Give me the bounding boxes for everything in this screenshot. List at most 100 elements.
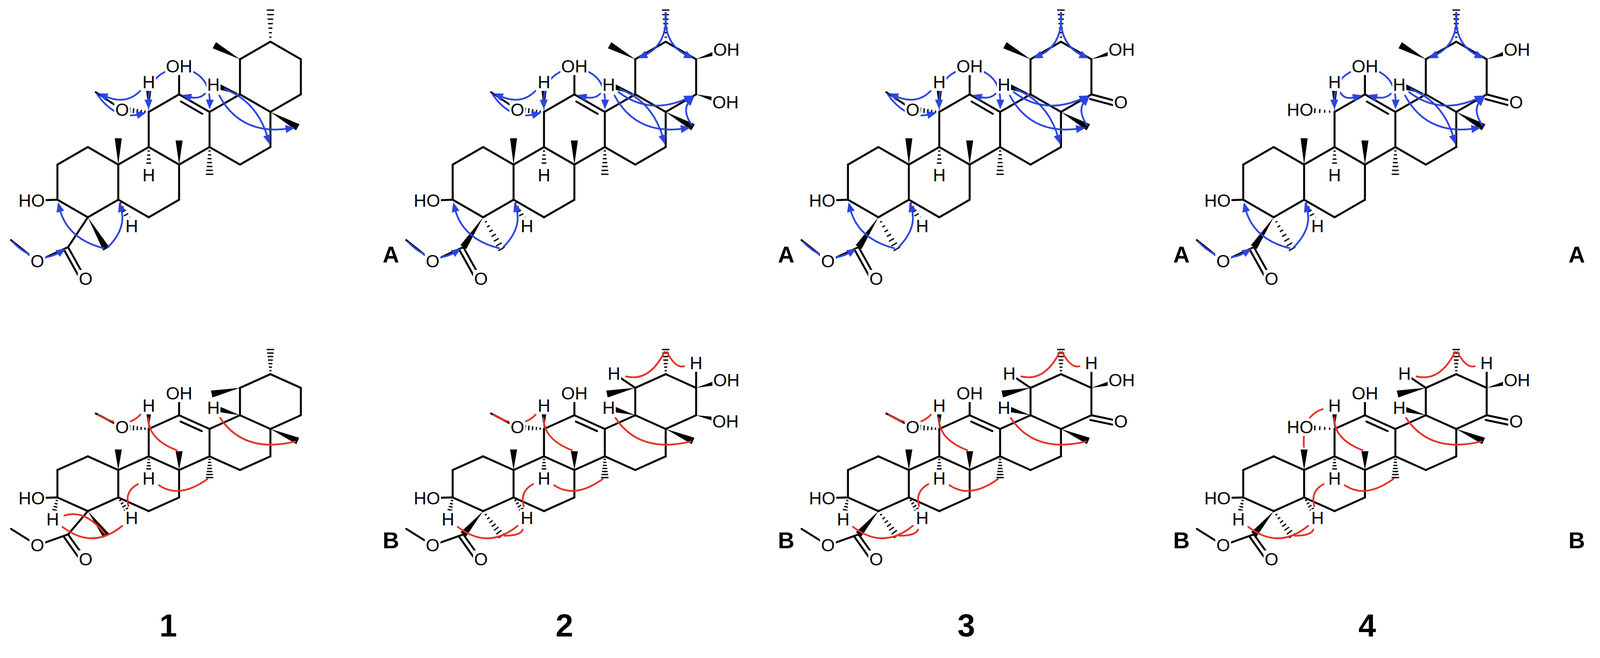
bond xyxy=(179,147,210,165)
arrow-head xyxy=(450,248,461,257)
hash-bond xyxy=(997,162,1003,164)
bond xyxy=(1334,147,1366,165)
atom-label: O xyxy=(473,550,489,569)
hash-bond xyxy=(1392,166,1399,168)
compound-number: 4 xyxy=(1357,610,1377,642)
hash-bond xyxy=(493,238,499,242)
hmbc-arrow xyxy=(643,12,667,56)
arrow-head xyxy=(1391,99,1400,110)
hash-bond xyxy=(451,500,454,502)
bond xyxy=(665,41,697,60)
hash-bond xyxy=(998,154,1002,156)
bond xyxy=(665,94,697,112)
hash-bond xyxy=(1058,356,1064,358)
hash-bond xyxy=(496,530,502,535)
hash-bond xyxy=(146,158,151,160)
bond xyxy=(148,497,180,512)
bond xyxy=(603,111,607,148)
hash-bond xyxy=(1284,238,1290,242)
hash-bond xyxy=(519,213,524,217)
hash-bond xyxy=(531,426,534,431)
arrow-head xyxy=(1367,93,1379,102)
hash-bond xyxy=(1332,465,1337,467)
hash-bond xyxy=(602,471,608,473)
bond xyxy=(695,388,698,416)
hash-bond xyxy=(494,527,499,531)
arrow-head xyxy=(530,111,542,119)
noesy-arc xyxy=(1405,418,1481,445)
arrow-head xyxy=(285,125,296,134)
bond xyxy=(238,59,242,95)
atom-label: O xyxy=(904,418,921,437)
wedge-bond xyxy=(210,388,240,398)
bond xyxy=(1455,429,1458,457)
hash-bond xyxy=(448,506,453,508)
hash-bond xyxy=(132,108,135,114)
bond xyxy=(1395,147,1426,165)
hash-bond xyxy=(937,465,942,467)
bond xyxy=(1485,388,1489,416)
hash-bond xyxy=(661,349,670,351)
bond xyxy=(1424,388,1427,416)
bond xyxy=(969,147,1001,165)
bond xyxy=(635,41,666,60)
bond xyxy=(239,456,271,471)
arrow-head xyxy=(847,202,855,214)
hash-bond xyxy=(1394,462,1398,464)
atom-label: O xyxy=(1263,550,1279,569)
hash-bond xyxy=(1277,517,1281,520)
arrow-head xyxy=(1075,125,1086,134)
arrow-head xyxy=(1242,202,1250,214)
bond xyxy=(635,147,666,165)
bond xyxy=(1273,199,1304,218)
bond xyxy=(1303,164,1306,200)
hash-bond xyxy=(882,517,885,520)
hash-bond xyxy=(516,502,519,505)
bond xyxy=(1090,59,1093,95)
hash-bond xyxy=(1329,110,1331,113)
hash-bond xyxy=(1058,359,1064,362)
wedge-bond xyxy=(1250,217,1274,250)
hash-bond xyxy=(602,468,608,470)
wedge-bond xyxy=(905,449,913,471)
hash-bond xyxy=(891,242,898,247)
bond xyxy=(1030,456,1061,471)
bond xyxy=(604,147,636,165)
atom-label: O xyxy=(424,252,441,271)
hmbc-arrow xyxy=(1455,12,1479,56)
wedge-bond xyxy=(87,217,110,251)
hash-bond xyxy=(603,458,607,461)
bond xyxy=(573,470,576,498)
hash-bond xyxy=(53,506,58,508)
atom-label: H xyxy=(1397,364,1413,383)
hash-bond xyxy=(205,173,214,176)
hash-bond xyxy=(1393,468,1398,470)
hash-bond xyxy=(1332,158,1337,160)
atom-label: H xyxy=(520,217,535,235)
hash-bond xyxy=(123,213,129,217)
bond xyxy=(574,147,605,165)
hash-bond xyxy=(208,458,211,461)
atom-label: O xyxy=(424,536,441,555)
hash-bond xyxy=(1391,173,1400,176)
panel-letter: B xyxy=(381,529,401,553)
hash-bond xyxy=(1333,150,1336,152)
hash-bond xyxy=(1455,370,1458,372)
bond xyxy=(1030,41,1061,60)
atom-label: H xyxy=(689,354,704,373)
hash-bond xyxy=(1305,500,1308,502)
hash-bond xyxy=(1277,225,1281,228)
hmbc-arrow xyxy=(1060,12,1084,56)
bond xyxy=(1273,456,1304,471)
arrow-head xyxy=(683,95,694,104)
hash-bond xyxy=(889,527,894,531)
atom-label: O xyxy=(77,550,94,569)
noesy-arc xyxy=(1010,418,1086,445)
wedge-bond xyxy=(966,140,974,165)
arrow-head xyxy=(263,134,271,145)
hash-bond xyxy=(146,465,151,467)
atom-label: O xyxy=(1112,412,1129,431)
wedge-bond xyxy=(607,42,636,60)
bond xyxy=(270,41,301,60)
atom-label: H xyxy=(1084,354,1099,373)
